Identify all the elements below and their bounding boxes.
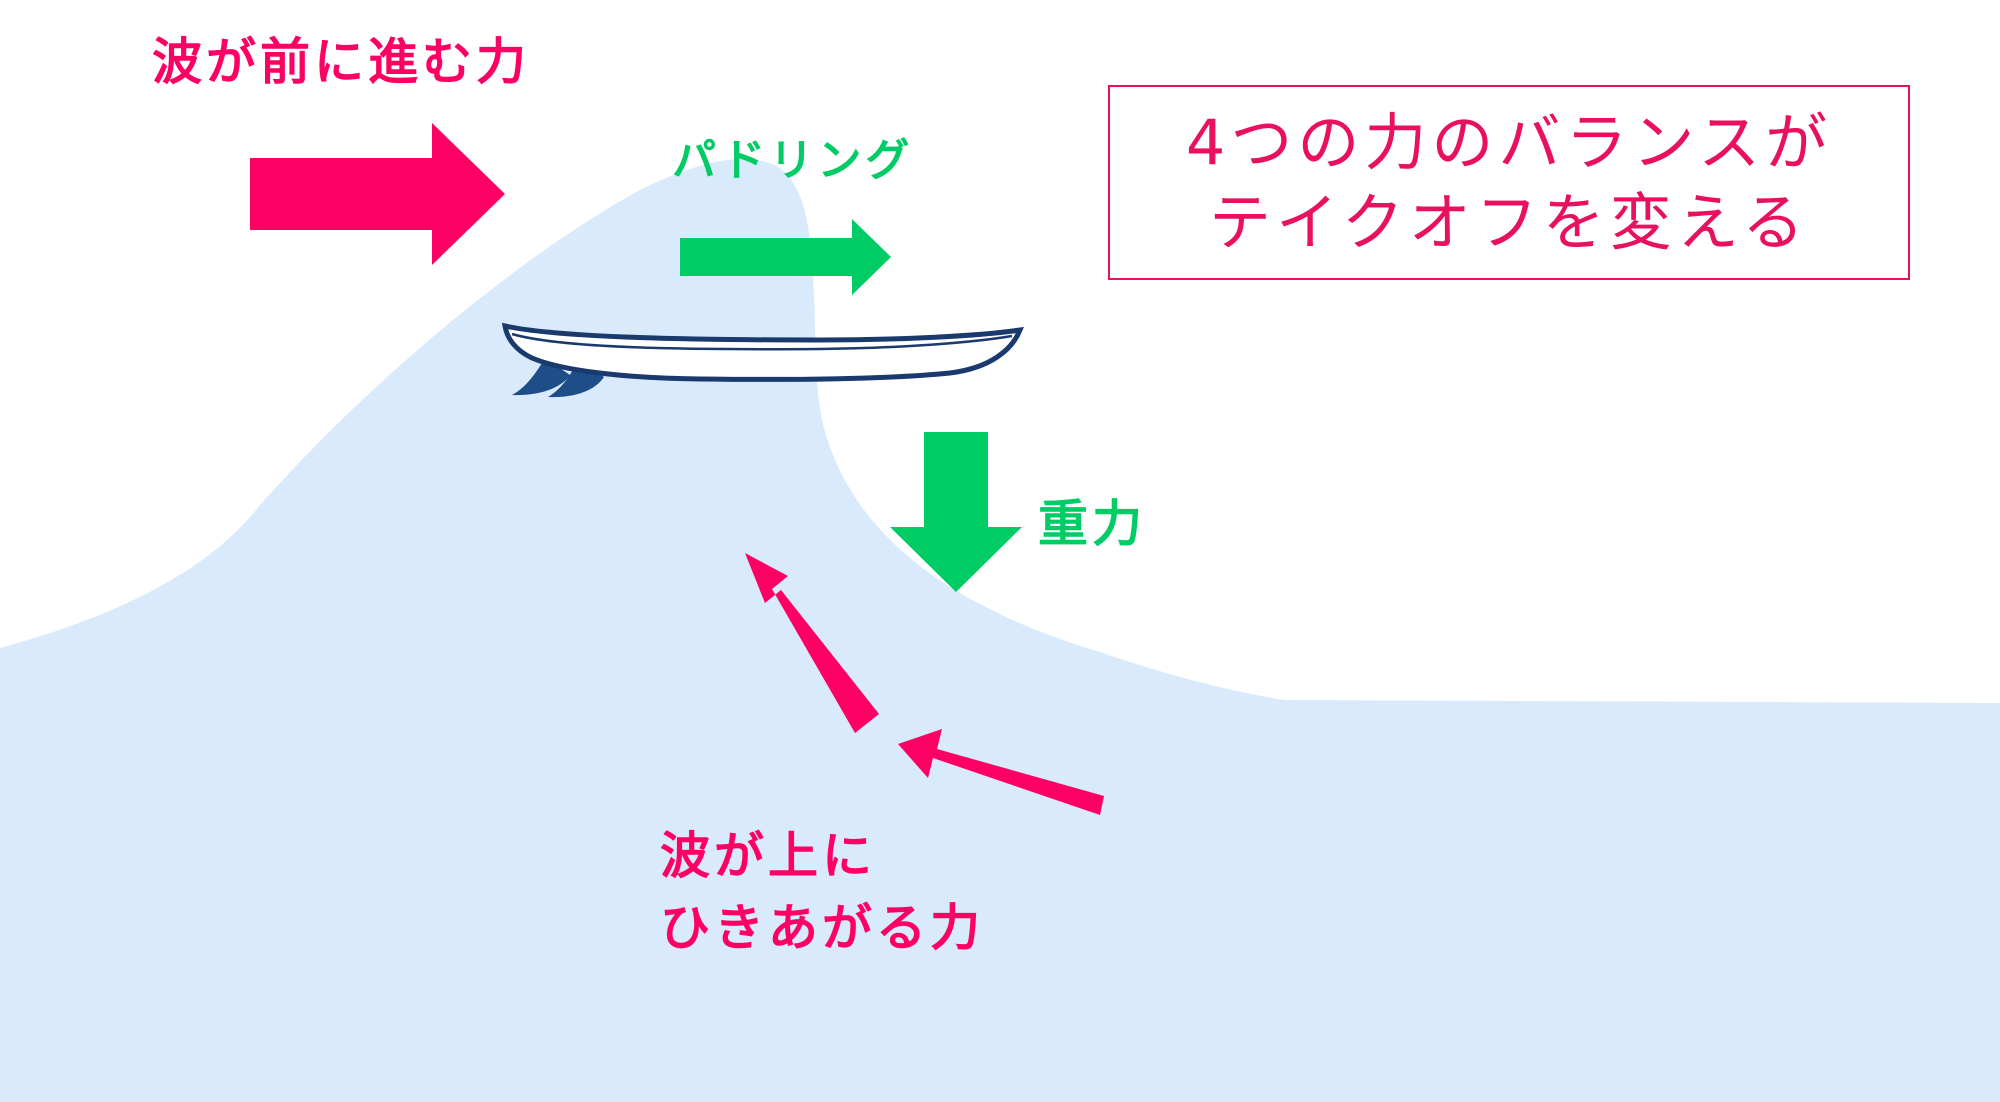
wave-lift-arrow-diagonal	[745, 553, 879, 733]
wave-lift-label-line2: ひきあがる力	[660, 899, 984, 957]
gravity-arrow	[890, 432, 1022, 592]
wave-lift-label: 波が上に ひきあがる力	[660, 820, 984, 964]
wave-forward-arrow	[250, 123, 505, 265]
wave-forward-label: 波が前に進む力	[152, 33, 530, 91]
surfboard-deck	[501, 322, 1024, 382]
gravity-label: 重力	[1038, 495, 1146, 553]
wave-shape	[0, 159, 2000, 1102]
surfboard-icon	[501, 322, 1024, 398]
surfboard-rail-line	[511, 332, 1013, 351]
title-line2: テイクオフを変える	[1209, 185, 1809, 259]
title-box: 4つの力のバランスが テイクオフを変える	[1108, 85, 1910, 280]
title-line1: 4つの力のバランスが	[1185, 105, 1833, 179]
wave-lift-arrow-shallow	[898, 729, 1104, 815]
paddling-arrow	[680, 219, 891, 295]
wave-lift-label-line1: 波が上に	[660, 827, 876, 885]
paddling-label: パドリング	[672, 135, 914, 186]
